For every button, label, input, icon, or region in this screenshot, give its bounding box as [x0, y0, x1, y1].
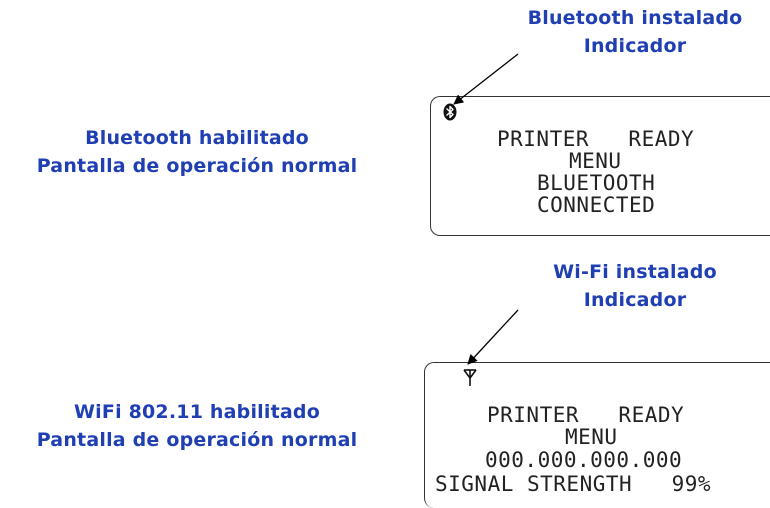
wifi-indicator-label: Wi-Fi instalado Indicador — [500, 258, 770, 314]
bluetooth-icon — [443, 103, 457, 121]
bluetooth-enabled-caption-line1: Bluetooth habilitado — [85, 127, 309, 149]
lcd-line-2: MENU — [569, 149, 622, 173]
wifi-enabled-caption: WiFi 802.11 habilitado Pantalla de opera… — [0, 398, 394, 454]
lcd-line-4: CONNECTED — [537, 193, 656, 217]
bluetooth-lcd-screen: PRINTER READY MENU BLUETOOTH CONNECTED — [430, 96, 770, 236]
wifi-enabled-caption-line1: WiFi 802.11 habilitado — [74, 401, 320, 423]
wifi-indicator-label-line1: Wi-Fi instalado — [553, 261, 717, 283]
bluetooth-indicator-label-line1: Bluetooth instalado — [527, 7, 743, 29]
wifi-indicator-label-line2: Indicador — [583, 289, 687, 311]
lcd-line-2: MENU — [565, 425, 618, 449]
bluetooth-indicator-arrow — [453, 53, 519, 105]
wifi-lcd-screen: PRINTER READY MENU 000.000.000.000 SIGNA… — [424, 362, 770, 508]
bluetooth-enabled-caption: Bluetooth habilitado Pantalla de operaci… — [0, 124, 394, 180]
lcd-line-1: PRINTER READY — [487, 403, 685, 427]
wifi-enabled-caption-line2: Pantalla de operación normal — [36, 429, 358, 451]
lcd-line-4: SIGNAL STRENGTH 99% — [435, 472, 712, 496]
antenna-icon — [463, 369, 477, 386]
bluetooth-indicator-label-line2: Indicador — [583, 35, 687, 57]
lcd-line-3: BLUETOOTH — [537, 171, 656, 195]
bluetooth-indicator-label: Bluetooth instalado Indicador — [500, 4, 770, 60]
bluetooth-enabled-caption-line2: Pantalla de operación normal — [36, 155, 358, 177]
lcd-line-1: PRINTER READY — [497, 127, 695, 151]
wifi-indicator-arrow — [467, 309, 519, 365]
lcd-line-3: 000.000.000.000 — [485, 448, 683, 472]
